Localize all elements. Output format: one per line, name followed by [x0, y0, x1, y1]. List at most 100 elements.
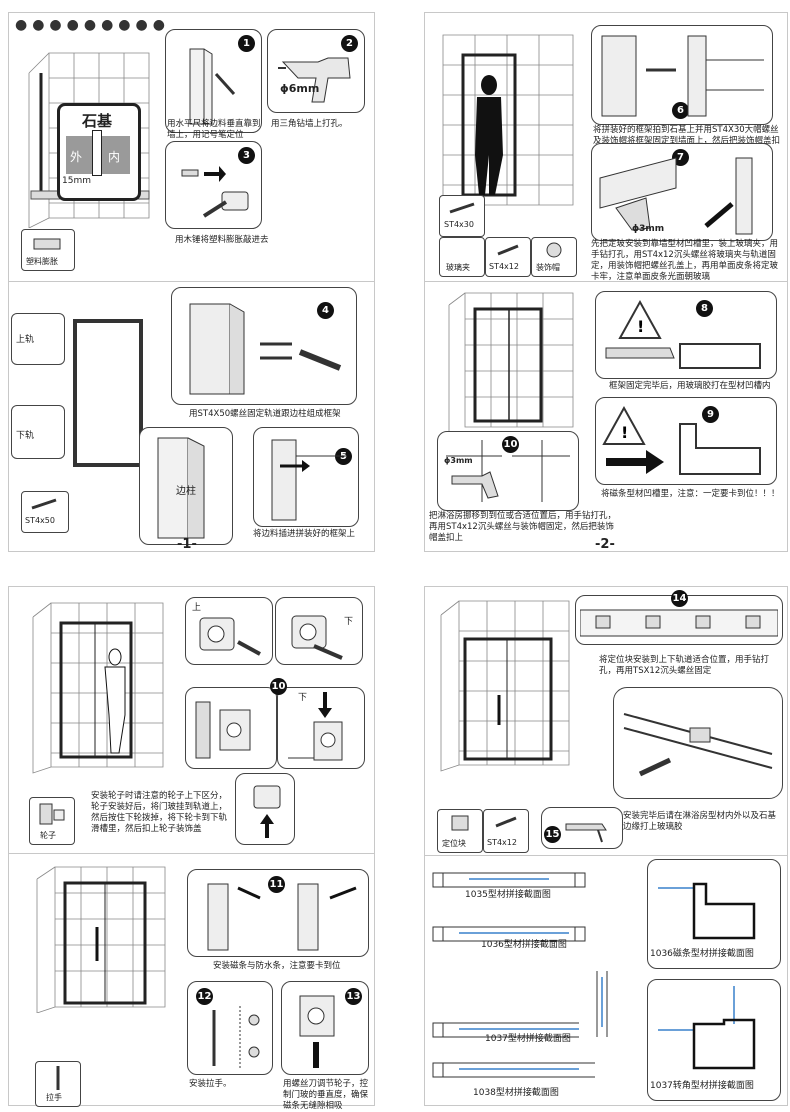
anchor-label: 塑料膨胀 — [26, 257, 58, 266]
wheel-install-illustration — [195, 701, 251, 759]
step-12-box: 12 — [187, 981, 273, 1075]
svg-text:!: ! — [621, 423, 628, 442]
adjust-wheel-illustration — [299, 995, 335, 1068]
level-ruler-illustration — [189, 48, 236, 125]
step-number: 9 — [702, 406, 719, 423]
step-number: 11 — [268, 876, 285, 893]
sealant-gun-icon — [565, 823, 607, 843]
step-number: 3 — [238, 147, 255, 164]
screwdriver-icon — [189, 303, 342, 395]
glass-install-illustration — [599, 157, 753, 235]
divider — [9, 281, 374, 282]
step-10-caption: 把淋浴房挪移到到位或合适位置后，用手钻打孔，再用ST4x12沉头螺丝与装饰帽固定… — [429, 511, 617, 543]
magnetic-strip-illustration: ! — [602, 405, 761, 475]
lower-rail-box: 下轨 — [11, 405, 65, 459]
screw-st4x12-box: ST4x12 — [485, 237, 531, 277]
inset-title: 石基 — [82, 112, 113, 130]
inset-outer: 外 — [70, 150, 83, 164]
wheel-part-icon — [39, 803, 65, 825]
glass-clip-label: 玻璃夹 — [446, 263, 470, 272]
handle-part-box: 拉手 — [35, 1061, 81, 1107]
wheel-cover-box — [235, 773, 295, 845]
down-arrow-icon — [318, 692, 332, 718]
step-number: 10 — [270, 678, 287, 695]
step-number: 15 — [544, 826, 561, 843]
step-number: 1 — [238, 35, 255, 52]
stone-base-inset: 石基 外 内 15mm — [57, 103, 141, 201]
step-number: 4 — [317, 302, 334, 319]
deco-cap-label: 装饰帽 — [536, 263, 560, 272]
locator-part-box: 定位块 — [437, 809, 483, 853]
screw-st4x30-box: ST4x30 — [439, 195, 485, 237]
profile-1037-section — [432, 971, 608, 1038]
divider — [425, 281, 787, 282]
section-1036-label: 1036型材拼接截面图 — [481, 940, 567, 950]
inset-wall-slot — [92, 130, 102, 176]
step-9-caption: 将磁条型材凹槽里，注意：一定要卡到位！！！ — [601, 489, 780, 499]
caulk-gun-illustration: ! — [605, 299, 761, 369]
step-4-box: 4 — [171, 287, 357, 405]
step-7-caption: 先把定玻安装到靠墙型材凹槽里，装上玻璃夹，用手钻打孔，用ST4x12沉头螺丝将玻… — [591, 239, 779, 282]
magnet-section-box: 1036磁条型材拼接截面图 — [647, 859, 781, 969]
section-1037-label: 1037型材拼接截面图 — [485, 1034, 571, 1044]
glass-clip-box: 玻璃夹 — [439, 237, 485, 277]
step-2-box: 2 ϕ6mm — [267, 29, 365, 113]
step-4-caption: 用ST4X50螺丝固定轨道跟边柱组成框架 — [189, 409, 341, 419]
inset-dim: 15mm — [62, 176, 91, 186]
deco-cap-box: 装饰帽 — [531, 237, 577, 277]
room-final-sketch — [440, 600, 570, 772]
decor-dots: ●●●●●●●●● — [15, 17, 170, 33]
step-11-caption: 安装磁条与防水条，注意要卡到位 — [213, 961, 341, 971]
handle-label: 拉手 — [46, 1093, 62, 1102]
corner-section-label: 1037转角型材拼接截面图 — [650, 1081, 754, 1091]
step-12-caption: 安装拉手。 — [189, 1079, 232, 1089]
wheel-label: 轮子 — [40, 831, 56, 840]
step-number: 14 — [671, 590, 688, 607]
page-number: -1- — [177, 537, 197, 552]
wheel-bottom-box: 下 — [275, 597, 363, 665]
screw-icon — [449, 202, 475, 214]
frame-fix-illustration — [601, 35, 764, 117]
screw-icon — [31, 498, 57, 510]
profile-1036-section — [432, 926, 586, 942]
page-number: -2- — [595, 537, 615, 552]
step-15-box: 15 — [541, 807, 623, 849]
room-with-frame-sketch — [448, 292, 574, 431]
step-10b-box — [185, 687, 277, 769]
room-with-person-sketch — [442, 34, 574, 206]
handle-icon — [56, 1066, 60, 1090]
wheel-down-label: 下 — [298, 693, 308, 703]
wheel-icon — [291, 615, 343, 660]
inset-inner: 内 — [108, 150, 121, 164]
step-1-caption: 用水平尺将边料垂直靠到墙上，用记号笔定位 — [167, 119, 261, 140]
page-2: ST4x30 玻璃夹 ST4x12 装饰帽 6 将拼装好的框架拍到石基上并用ST… — [424, 12, 788, 552]
side-post-illustration — [157, 437, 205, 539]
page-1: ●●●●●●●●● 石基 外 内 15mm 1 用水平尺将边料垂直靠到墙上，用记… — [8, 12, 375, 552]
magnet-section-label: 1036磁条型材拼接截面图 — [650, 949, 754, 959]
step-number: 6 — [672, 102, 689, 119]
screw-icon — [497, 244, 519, 256]
locator-icon — [451, 815, 469, 831]
step-10b-caption: 安装轮子时请注意的轮子上下区分，轮子安装好后，将门玻挂到轨道上，然后按住下轮拨掉… — [91, 791, 228, 834]
room-door-person-sketch — [32, 602, 164, 774]
step-11-box: 11 — [187, 869, 369, 957]
side-post-box: 边柱 — [139, 427, 233, 545]
frame-illustration — [73, 319, 143, 467]
step-3-box: 3 — [165, 141, 262, 229]
wheel-top-box: 上 — [185, 597, 273, 665]
svg-text:!: ! — [637, 317, 644, 336]
up-arrow-icon — [253, 785, 281, 838]
wheel-part-box: 轮子 — [29, 797, 75, 845]
screw-label: ST4x12 — [489, 262, 519, 271]
step-9-box: 9 ! — [595, 397, 777, 485]
screw-icon — [495, 816, 517, 828]
step-2-caption: 用三角钻墙上打孔。 — [271, 119, 348, 129]
mallet-icon — [181, 166, 249, 218]
step-5-caption: 将边料插进拼装好的框架上 — [253, 529, 356, 539]
screw-st4x12-box: ST4x12 — [483, 809, 529, 853]
section-1035-label: 1035型材拼接截面图 — [465, 890, 551, 900]
magnet-profile-section — [658, 882, 756, 940]
step-1-box: 1 — [165, 29, 262, 133]
step-6-box: 6 — [591, 25, 773, 125]
step-7-box: 7 ϕ3mm — [591, 143, 773, 241]
